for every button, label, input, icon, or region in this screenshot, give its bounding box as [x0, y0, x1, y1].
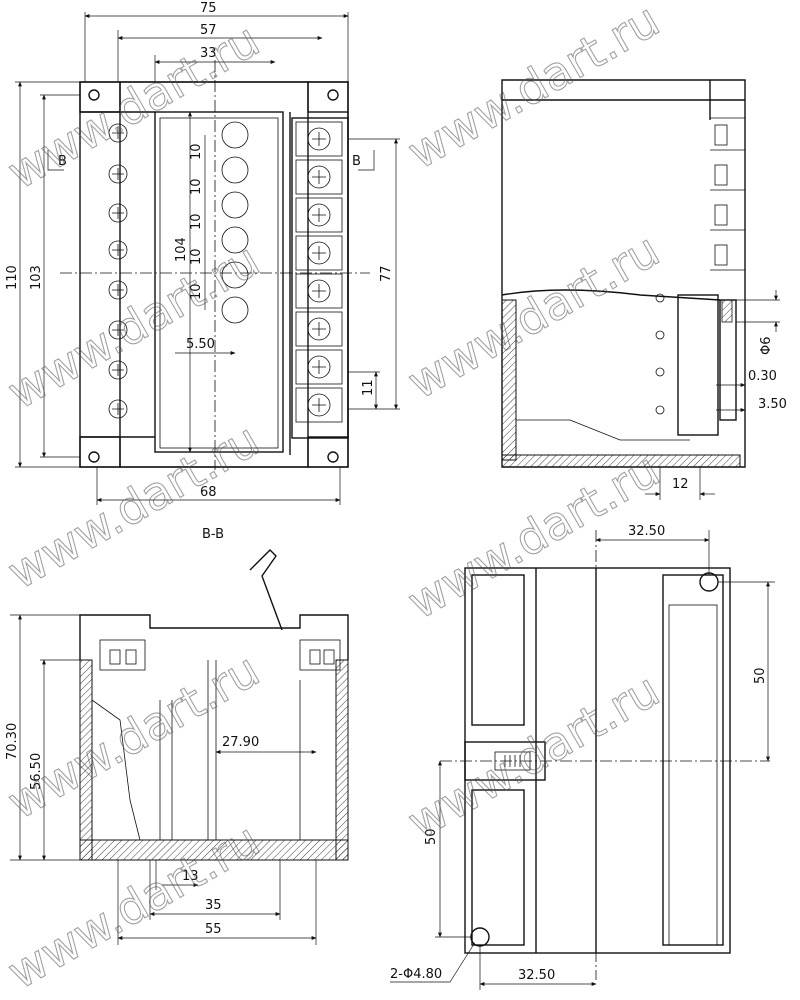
section-title: B-B: [202, 527, 224, 542]
dim-diameter-6: Φ6: [759, 336, 774, 355]
front-view: 75 57 33 110 103 104 10 10 10 10 10 5.5: [5, 1, 400, 505]
dim-13: 13: [182, 869, 199, 884]
watermark: www.dart.ru: [399, 223, 669, 410]
watermark: www.dart.ru: [0, 13, 268, 200]
watermark: www.dart.ru: [0, 413, 268, 600]
left-screws: [108, 123, 128, 419]
dim-55: 55: [205, 922, 222, 937]
watermark: www.dart.ru: [0, 233, 268, 420]
dim-110: 110: [5, 265, 20, 290]
dim-5-50: 5.50: [186, 337, 215, 352]
dim-50-left: 50: [424, 828, 439, 845]
front-dimensions: 75 57 33 110 103 104 10 10 10 10 10 5.5: [5, 1, 400, 505]
dim-pitch-10d: 10: [189, 248, 204, 265]
side-view: Φ6 0.30 3.50 12: [501, 79, 787, 500]
dim-33: 33: [200, 46, 217, 61]
dim-0-30: 0.30: [748, 369, 777, 384]
dim-pitch-10e: 10: [189, 283, 204, 300]
section-view: B-B 70.30 56.50 27.90 13: [5, 527, 349, 945]
mount-dimensions: 32.50 50 50 2-Φ4.80 32.50: [390, 524, 775, 990]
dim-68: 68: [200, 485, 217, 500]
terminal-block: [291, 117, 349, 439]
dim-pitch-10a: 10: [189, 143, 204, 160]
dim-27-90: 27.90: [222, 735, 259, 750]
mount-view: 32.50 50 50 2-Φ4.80 32.50: [390, 524, 775, 990]
section-mark-right: B: [352, 154, 361, 169]
dim-pitch-10c: 10: [189, 213, 204, 230]
dim-hole-4-80: 2-Φ4.80: [390, 967, 442, 982]
dim-3-50: 3.50: [758, 397, 787, 412]
dim-pitch-10b: 10: [189, 178, 204, 195]
dim-57: 57: [200, 23, 217, 38]
dim-70-30: 70.30: [5, 723, 20, 760]
dim-32-50-bottom: 32.50: [518, 968, 555, 983]
dim-75: 75: [200, 1, 217, 16]
section-dimensions: 70.30 56.50 27.90 13 35 55: [5, 614, 317, 945]
dim-56-50: 56.50: [29, 753, 44, 790]
dim-12: 12: [672, 477, 689, 492]
dim-50-right: 50: [753, 667, 768, 684]
section-mark-left: B: [58, 154, 67, 169]
dim-77: 77: [379, 265, 394, 282]
dim-103: 103: [29, 265, 44, 290]
side-dimensions: Φ6 0.30 3.50 12: [645, 290, 787, 500]
dim-11: 11: [361, 379, 376, 396]
dim-32-50-top: 32.50: [628, 524, 665, 539]
watermark: www.dart.ru: [399, 663, 669, 850]
dim-35: 35: [205, 898, 222, 913]
led-column: [221, 121, 249, 324]
dim-104: 104: [174, 237, 189, 262]
watermark: www.dart.ru: [399, 0, 669, 180]
